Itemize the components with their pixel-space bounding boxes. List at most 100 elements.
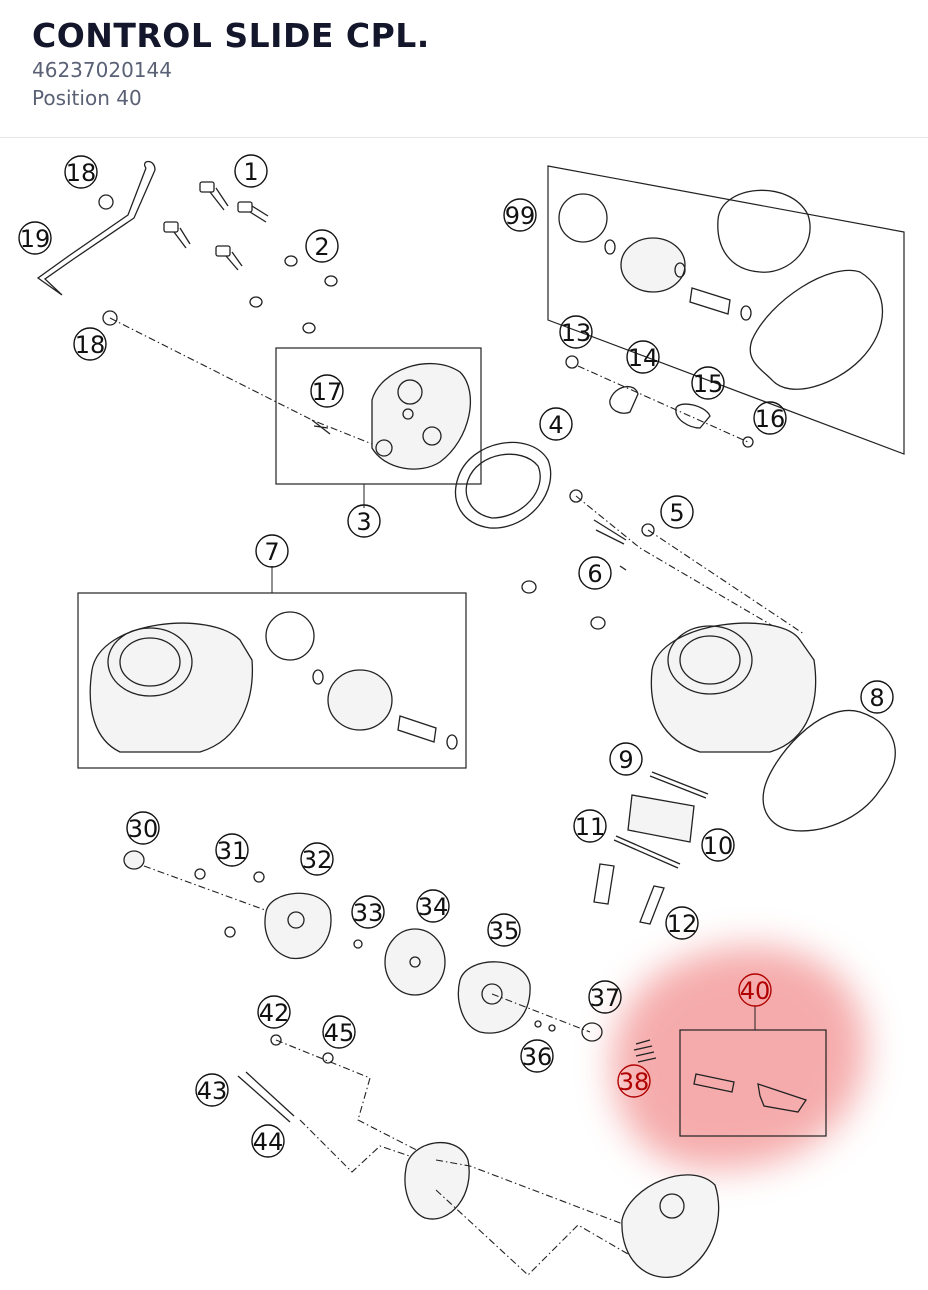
callout-label: 30 [128, 815, 159, 843]
callout-circle [626, 340, 660, 374]
callout-label: 37 [590, 984, 621, 1012]
callout-label: 43 [197, 1077, 228, 1105]
callout-circle [310, 374, 344, 408]
callout-label: 10 [703, 832, 734, 860]
callout-circle [73, 327, 107, 361]
callout-19[interactable]: 19 [18, 221, 52, 255]
callout-label: 14 [628, 344, 659, 372]
callout-7[interactable]: 7 [255, 534, 289, 568]
callout-label: 18 [75, 331, 106, 359]
callout-circle [539, 407, 573, 441]
part-sketches [36, 160, 905, 1278]
callout-label: 18 [66, 159, 97, 187]
callout-circle [215, 833, 249, 867]
callout-label: 34 [418, 893, 449, 921]
callout-circle [126, 811, 160, 845]
callout-label: 7 [264, 538, 279, 566]
callout-3[interactable]: 3 [347, 504, 381, 538]
callout-label: 5 [669, 499, 684, 527]
callout-label: 15 [693, 370, 724, 398]
callout-circle [691, 366, 725, 400]
callout-label: 4 [548, 411, 563, 439]
callout-circle [322, 1015, 356, 1049]
part-number: 46237020144 [32, 58, 172, 82]
callout-circle [559, 315, 593, 349]
callout-circle [738, 973, 772, 1007]
selected-highlight [612, 946, 866, 1169]
callout-label: 1 [243, 158, 258, 186]
callout-38[interactable]: 38 [617, 1064, 651, 1098]
callout-label: 12 [667, 910, 698, 938]
callout-40[interactable]: 40 [738, 973, 772, 1007]
page-header: CONTROL SLIDE CPL. 46237020144 Position … [0, 0, 928, 138]
callout-44[interactable]: 44 [251, 1124, 285, 1158]
callout-circle [578, 556, 612, 590]
callout-label: 19 [20, 225, 51, 253]
callout-circle [487, 913, 521, 947]
callout-12[interactable]: 12 [665, 906, 699, 940]
callout-18[interactable]: 18 [73, 327, 107, 361]
callout-34[interactable]: 34 [416, 889, 450, 923]
callout-circle [257, 995, 291, 1029]
callout-99[interactable]: 99 [503, 198, 537, 232]
callout-circle [18, 221, 52, 255]
callout-42[interactable]: 42 [257, 995, 291, 1029]
callout-label: 38 [619, 1068, 650, 1096]
callout-label: 3 [356, 508, 371, 536]
callout-15[interactable]: 15 [691, 366, 725, 400]
callout-6[interactable]: 6 [578, 556, 612, 590]
callout-16[interactable]: 16 [753, 401, 787, 435]
callout-label: 31 [217, 837, 248, 865]
callout-4[interactable]: 4 [539, 407, 573, 441]
callout-label: 40 [740, 977, 771, 1005]
callout-1[interactable]: 1 [234, 154, 268, 188]
callout-14[interactable]: 14 [626, 340, 660, 374]
callout-label: 6 [587, 560, 602, 588]
callout-18[interactable]: 18 [64, 155, 98, 189]
callout-circle [300, 842, 334, 876]
callout-11[interactable]: 11 [573, 809, 607, 843]
callout-33[interactable]: 33 [351, 895, 385, 929]
callout-37[interactable]: 37 [588, 980, 622, 1014]
callout-9[interactable]: 9 [609, 742, 643, 776]
callout-circle [588, 980, 622, 1014]
exploded-parts-diagram: 1234567891011121314151617181819303132333… [18, 154, 905, 1278]
callout-label: 44 [253, 1128, 284, 1156]
callout-circle [573, 809, 607, 843]
callout-label: 33 [353, 899, 384, 927]
callout-45[interactable]: 45 [322, 1015, 356, 1049]
callout-circle [234, 154, 268, 188]
callout-label: 16 [755, 405, 786, 433]
callout-label: 42 [259, 999, 290, 1027]
callout-label: 99 [505, 202, 536, 230]
callout-circle [617, 1064, 651, 1098]
callout-circle [660, 495, 694, 529]
position-label: Position 40 [32, 86, 142, 110]
callout-circle [255, 534, 289, 568]
callout-label: 17 [312, 378, 343, 406]
callout-43[interactable]: 43 [195, 1073, 229, 1107]
callout-circle [753, 401, 787, 435]
callout-label: 35 [489, 917, 520, 945]
callout-circle [520, 1039, 554, 1073]
callout-8[interactable]: 8 [860, 680, 894, 714]
callout-label: 2 [314, 233, 329, 261]
callout-30[interactable]: 30 [126, 811, 160, 845]
callout-label: 11 [575, 813, 606, 841]
callout-31[interactable]: 31 [215, 833, 249, 867]
callout-36[interactable]: 36 [520, 1039, 554, 1073]
callout-13[interactable]: 13 [559, 315, 593, 349]
callout-label: 32 [302, 846, 333, 874]
callout-5[interactable]: 5 [660, 495, 694, 529]
callout-32[interactable]: 32 [300, 842, 334, 876]
callout-2[interactable]: 2 [305, 229, 339, 263]
callout-circle [251, 1124, 285, 1158]
callout-10[interactable]: 10 [701, 828, 735, 862]
callout-35[interactable]: 35 [487, 913, 521, 947]
callout-circle [701, 828, 735, 862]
callout-17[interactable]: 17 [310, 374, 344, 408]
callout-circle [860, 680, 894, 714]
callout-circle [503, 198, 537, 232]
callout-circle [305, 229, 339, 263]
